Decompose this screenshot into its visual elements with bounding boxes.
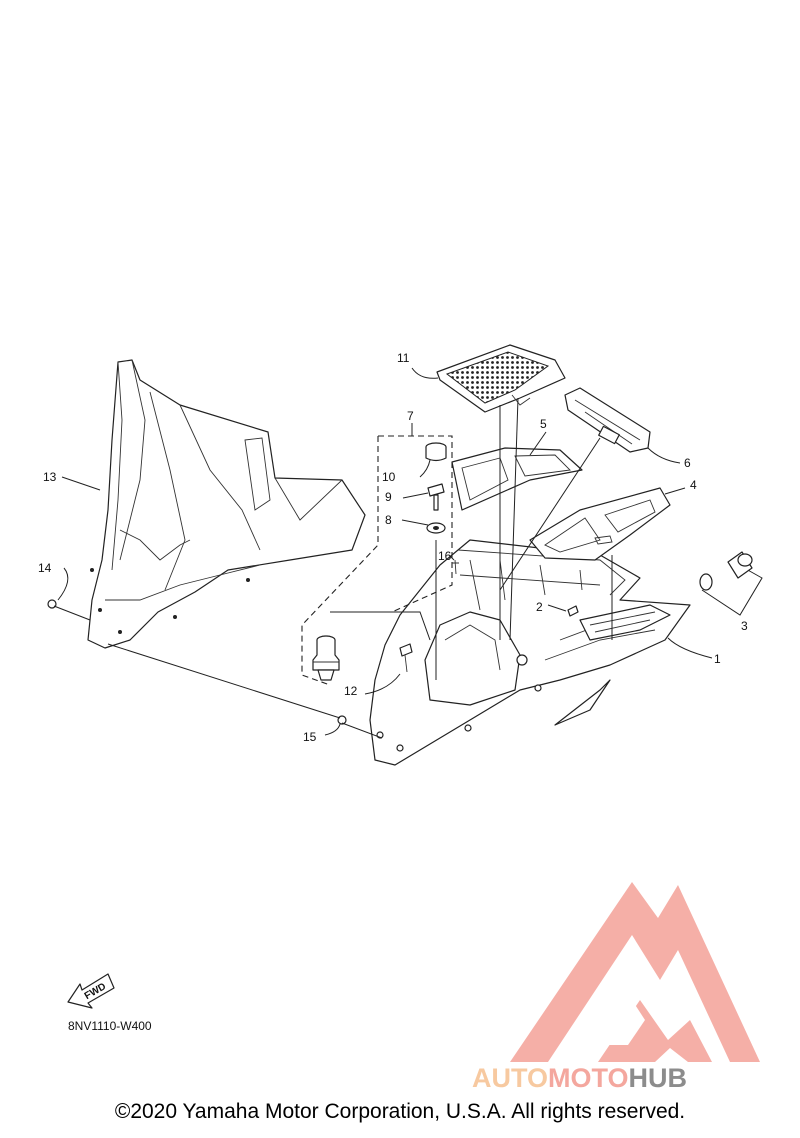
bolt-part-9 (427, 483, 445, 511)
mesh-panel-part-11 (436, 344, 566, 413)
callout-3: 3 (741, 619, 748, 633)
callout-5: 5 (540, 417, 547, 431)
callout-14: 14 (38, 561, 52, 575)
meter-part-6 (564, 387, 651, 453)
washer-part-8 (426, 522, 446, 534)
diagram-code: 8NV1110-W400 (68, 1019, 152, 1033)
wordmark-auto: AUTO (472, 1063, 548, 1093)
part-group-7 (301, 435, 453, 686)
callout-6: 6 (684, 456, 691, 470)
automotohub-wordmark: AUTOMOTOHUB (472, 1063, 687, 1093)
screw-part-12 (399, 643, 413, 673)
cap-part-10 (425, 442, 447, 462)
callout-16: 16 (438, 549, 452, 563)
socket-part-3 (699, 551, 763, 616)
wordmark-moto: MOTO (548, 1063, 629, 1093)
callout-labels: 1 2 3 4 5 6 7 8 9 10 11 12 13 14 15 16 (38, 351, 748, 744)
screw-part-2 (547, 604, 579, 617)
callout-15: 15 (303, 730, 317, 744)
front-cowling-part-1 (369, 539, 691, 766)
callout-13: 13 (43, 470, 57, 484)
leader-lines (53, 367, 713, 739)
socket-part (312, 635, 340, 681)
callout-9: 9 (385, 490, 392, 504)
windshield-part-13 (87, 359, 366, 649)
callout-7: 7 (407, 409, 414, 423)
wordmark-hub: HUB (629, 1063, 688, 1093)
callout-2: 2 (536, 600, 543, 614)
panel-part-5 (451, 447, 583, 511)
nut-part-15 (324, 715, 347, 736)
screw-part-16 (449, 555, 459, 575)
callout-12: 12 (344, 684, 358, 698)
copyright-notice: ©2020 Yamaha Motor Corporation, U.S.A. A… (114, 1100, 686, 1123)
fwd-arrow-icon: FWD (67, 973, 115, 1009)
callout-8: 8 (385, 513, 392, 527)
callout-1: 1 (714, 652, 721, 666)
callout-10: 10 (382, 470, 396, 484)
automotohub-logo (510, 882, 760, 1062)
callout-4: 4 (690, 478, 697, 492)
panel-part-4 (529, 487, 671, 561)
callout-11: 11 (397, 351, 410, 365)
